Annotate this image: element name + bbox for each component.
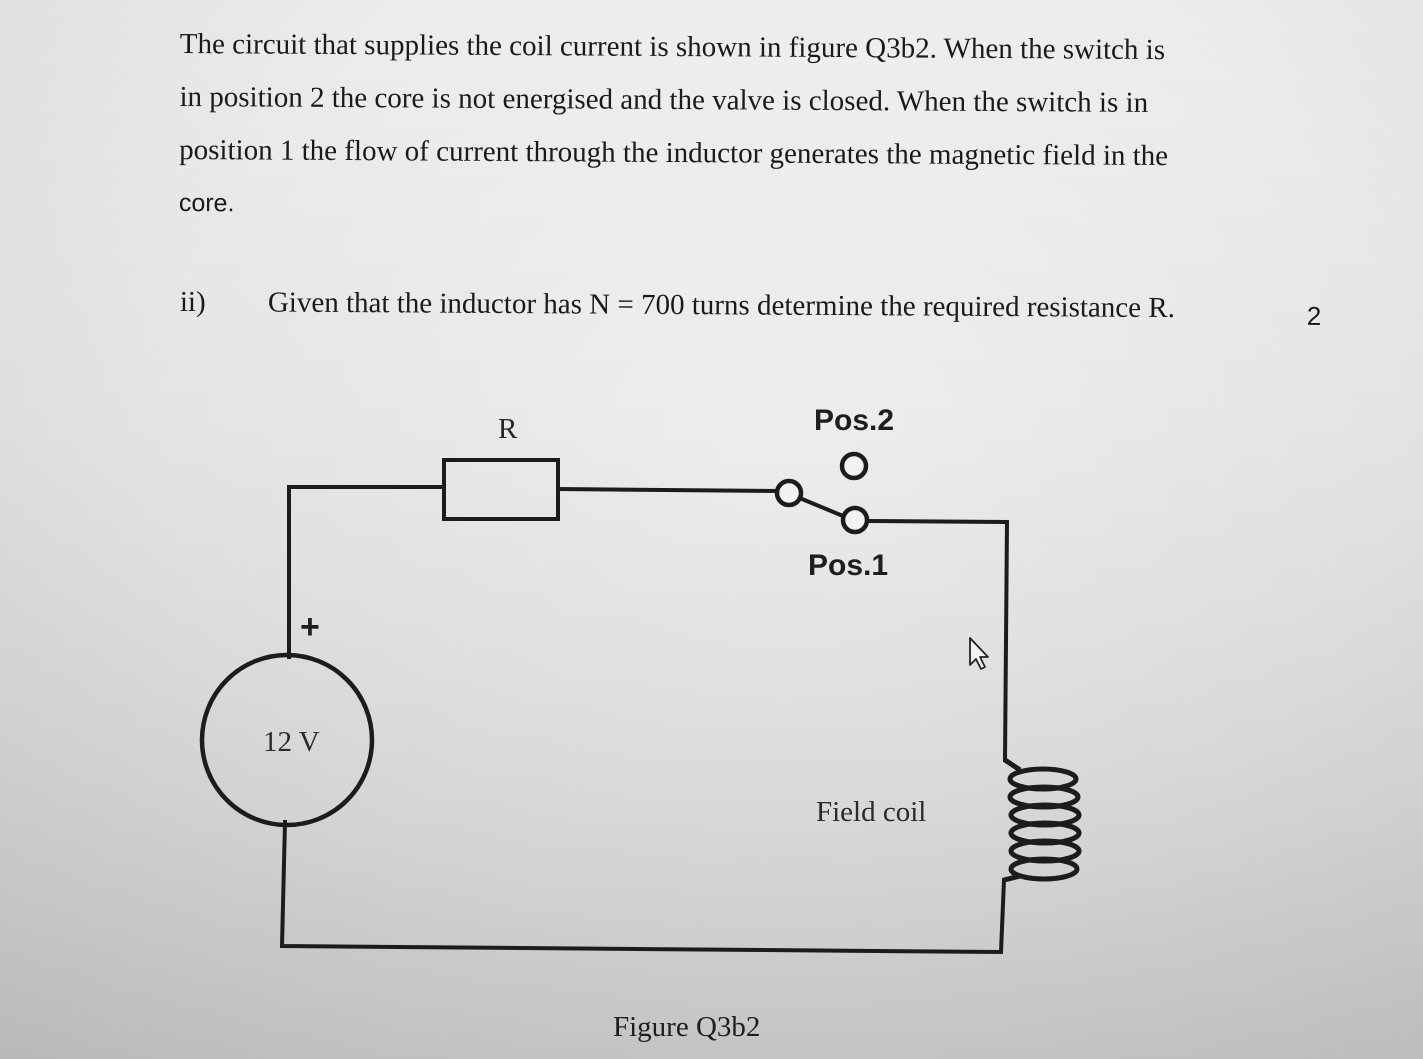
resistor-label: R xyxy=(498,413,518,445)
source-polarity-label: + xyxy=(300,608,320,646)
wire-resistor-to-switch xyxy=(555,486,780,494)
source-voltage-label: 12 V xyxy=(263,726,320,758)
resistor-symbol xyxy=(442,458,560,521)
switch-common-terminal xyxy=(774,478,804,508)
switch-pos2-terminal xyxy=(839,451,869,481)
wire-coil-bottom xyxy=(279,819,1007,955)
voltage-source-symbol xyxy=(199,652,375,828)
wire-switch-to-coil xyxy=(865,518,1010,763)
switch-pos1-terminal xyxy=(840,505,870,535)
switch-pos2-label: Pos.2 xyxy=(814,404,894,437)
mouse-pointer-icon xyxy=(969,637,989,670)
field-coil-label: Field coil xyxy=(816,796,926,828)
wire-top-left xyxy=(287,485,446,659)
switch-blade xyxy=(799,496,846,519)
field-coil-symbol xyxy=(1003,757,1082,883)
switch-pos1-label: Pos.1 xyxy=(808,549,888,582)
figure-caption: Figure Q3b2 xyxy=(613,1011,760,1043)
